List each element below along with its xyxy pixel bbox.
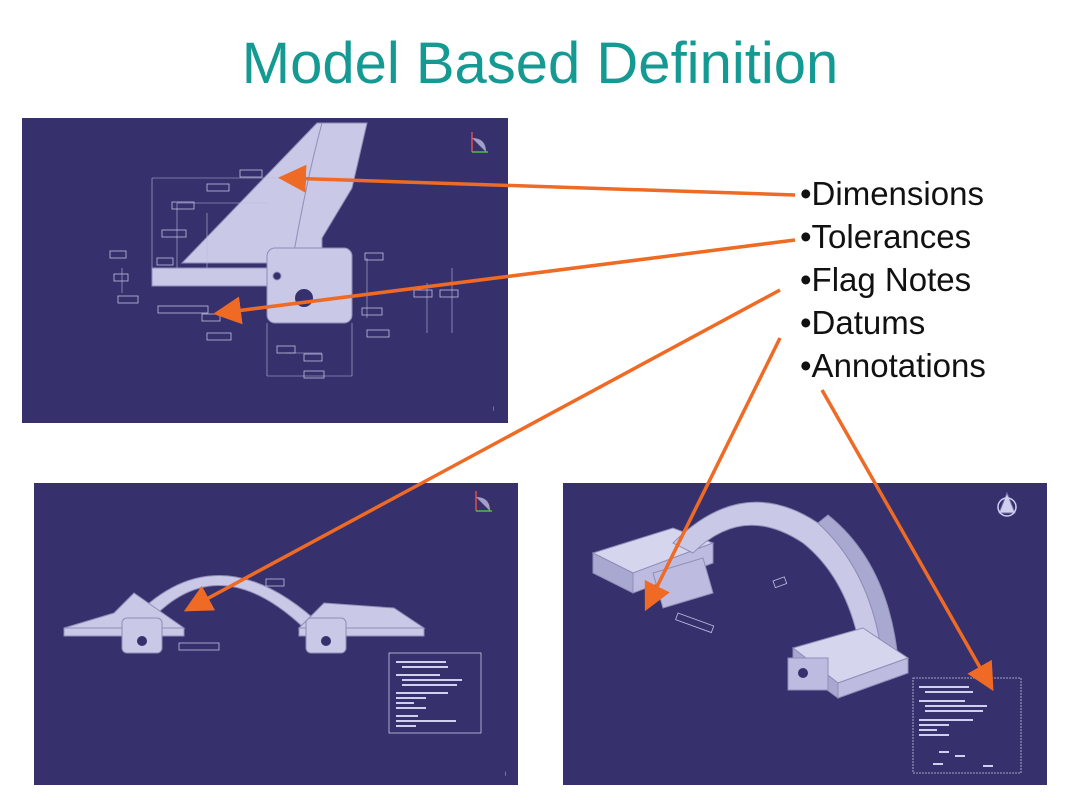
svg-text:⌊: ⌊ [492,406,495,412]
svg-text:⌊: ⌊ [504,771,507,777]
cad-view-flag-notes[interactable]: ⌊ [34,483,518,785]
bullet-flag-notes: •Flag Notes [800,261,972,298]
feature-list: •Dimensions •Tolerances •Flag Notes •Dat… [800,172,986,387]
page-title: Model Based Definition [241,31,839,96]
cad-view-dimensions[interactable]: ⌊ [22,118,508,423]
compass-axis-icon [475,491,492,512]
bullet-tolerances: •Tolerances [800,218,972,255]
cad-view-annotations-3d[interactable] [563,483,1047,785]
compass-3d-icon [997,491,1017,517]
bullet-datums: •Datums [800,304,926,341]
compass-axis-icon [471,132,488,153]
bullet-annotations: •Annotations [800,347,986,384]
bullet-dimensions: •Dimensions [800,175,984,212]
